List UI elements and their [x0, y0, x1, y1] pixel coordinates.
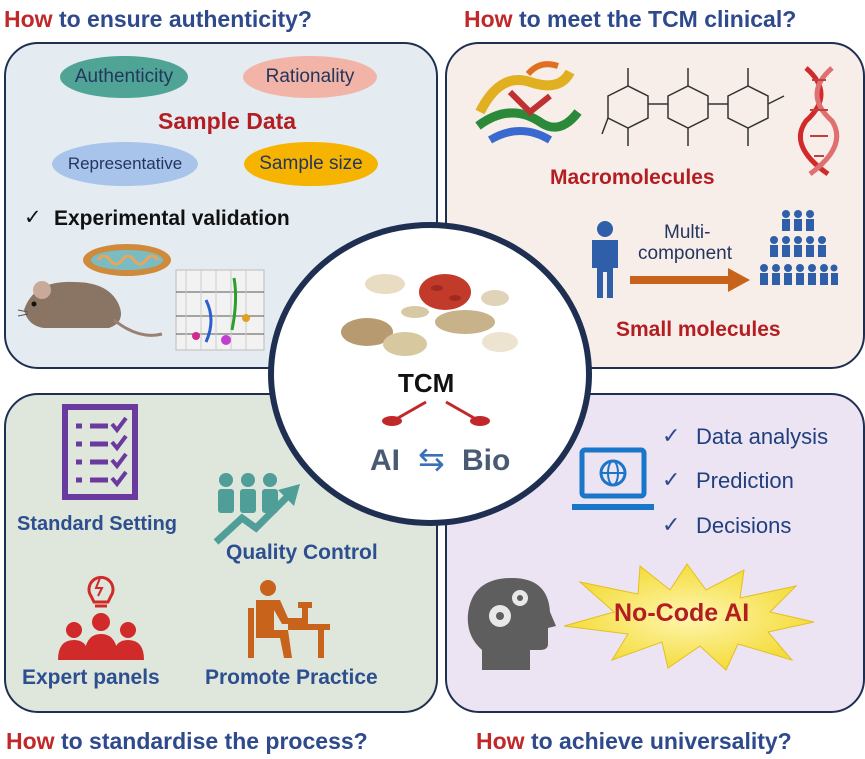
check-decisions-icon: ✓ [662, 512, 681, 537]
mouse-icon [17, 281, 163, 337]
quality-control-label: Quality Control [226, 541, 378, 564]
exchange-arrows-icon: ⇆ [418, 441, 445, 477]
macromolecules-label: Macromolecules [550, 166, 715, 189]
heading-standardise: How to standardise the process? [6, 728, 368, 754]
small-molecules-label: Small molecules [616, 318, 781, 341]
check-icon: ✓ [24, 206, 42, 229]
no-code-ai-label: No-Code AI [614, 599, 750, 627]
pill-authenticity: Authenticity [60, 56, 188, 98]
crowd-icon [760, 210, 838, 285]
expert-panel-icon [58, 575, 144, 660]
mitochondrion-icon [83, 244, 171, 276]
heading-universality: How to achieve universality? [476, 728, 792, 754]
standard-setting-label: Standard Setting [17, 513, 178, 535]
herbs-image-icon [341, 274, 518, 356]
multi-component-line2: component [638, 243, 733, 264]
pill-rationality: Rationality [243, 56, 377, 98]
pill-representative: Representative [52, 142, 198, 186]
multi-component-line1: Multi- [664, 222, 711, 243]
right-arrow-icon [630, 268, 750, 292]
bio-label: Bio [462, 444, 511, 477]
tcm-branch-icon [382, 400, 490, 426]
head-gears-icon [467, 578, 556, 670]
experimental-validation-label: Experimental validation [54, 207, 290, 230]
protein-structure-icon [475, 61, 582, 144]
quality-control-icon [213, 473, 300, 545]
polysaccharide-structure-icon [601, 68, 785, 146]
laptop-globe-icon [572, 447, 654, 510]
desk-worker-icon [248, 580, 330, 658]
checklist-icon [62, 404, 138, 500]
ai-label: AI [370, 444, 400, 477]
person-icon [592, 221, 618, 298]
check-data-analysis-icon: ✓ [662, 423, 681, 448]
heading-authenticity: How to ensure authenticity? [4, 6, 312, 32]
check-prediction-icon: ✓ [662, 467, 681, 492]
retina-diagram-icon [175, 269, 265, 351]
tcm-center-circle [268, 222, 592, 526]
data-analysis-label: Data analysis [696, 424, 829, 449]
pill-sample-size: Sample size [244, 142, 378, 186]
heading-tcm-clinical: How to meet the TCM clinical? [464, 6, 797, 32]
sample-data-label: Sample Data [158, 108, 297, 134]
tcm-title: TCM [398, 368, 455, 398]
prediction-label: Prediction [696, 468, 794, 493]
decisions-label: Decisions [696, 513, 792, 538]
promote-practice-label: Promote Practice [205, 666, 378, 689]
no-code-ai-burst-icon [563, 563, 815, 671]
expert-panels-label: Expert panels [22, 666, 160, 689]
dna-icon [797, 66, 840, 177]
